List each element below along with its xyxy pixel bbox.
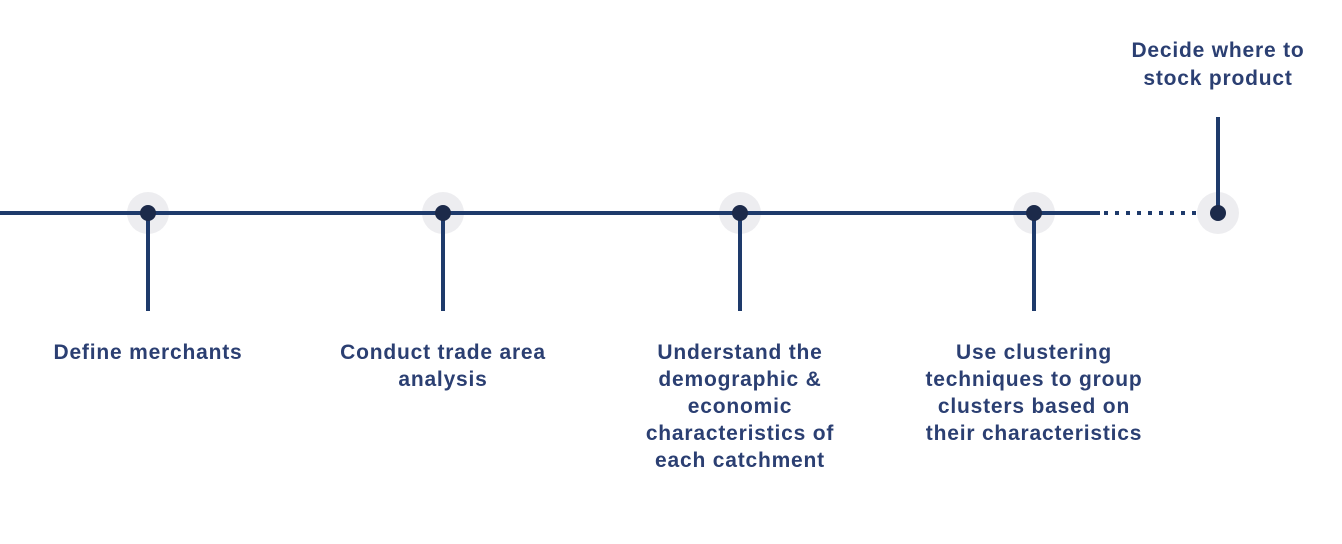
timeline-dotted-segment [1104,211,1198,215]
milestone-dot [1026,205,1042,221]
milestone-dot [435,205,451,221]
milestone-dot [140,205,156,221]
milestone-dot [1210,205,1226,221]
milestone-dot [732,205,748,221]
step-label-define-merchants: Define merchants [53,341,243,364]
connector-line [146,213,150,311]
step-label-trade-area-analysis: Conduct trade area analysis [340,341,546,391]
connector-line [738,213,742,311]
step-label-understand-characteristics: Understand the demographic & economic ch… [645,341,835,472]
step-label-decide-stock: Decide where to stock product [1131,39,1305,90]
timeline-axis-line [0,211,1100,215]
connector-line [1032,213,1036,311]
connector-line [441,213,445,311]
connector-line [1216,117,1220,213]
step-label-clustering-techniques: Use clustering techniques to group clust… [925,341,1143,445]
